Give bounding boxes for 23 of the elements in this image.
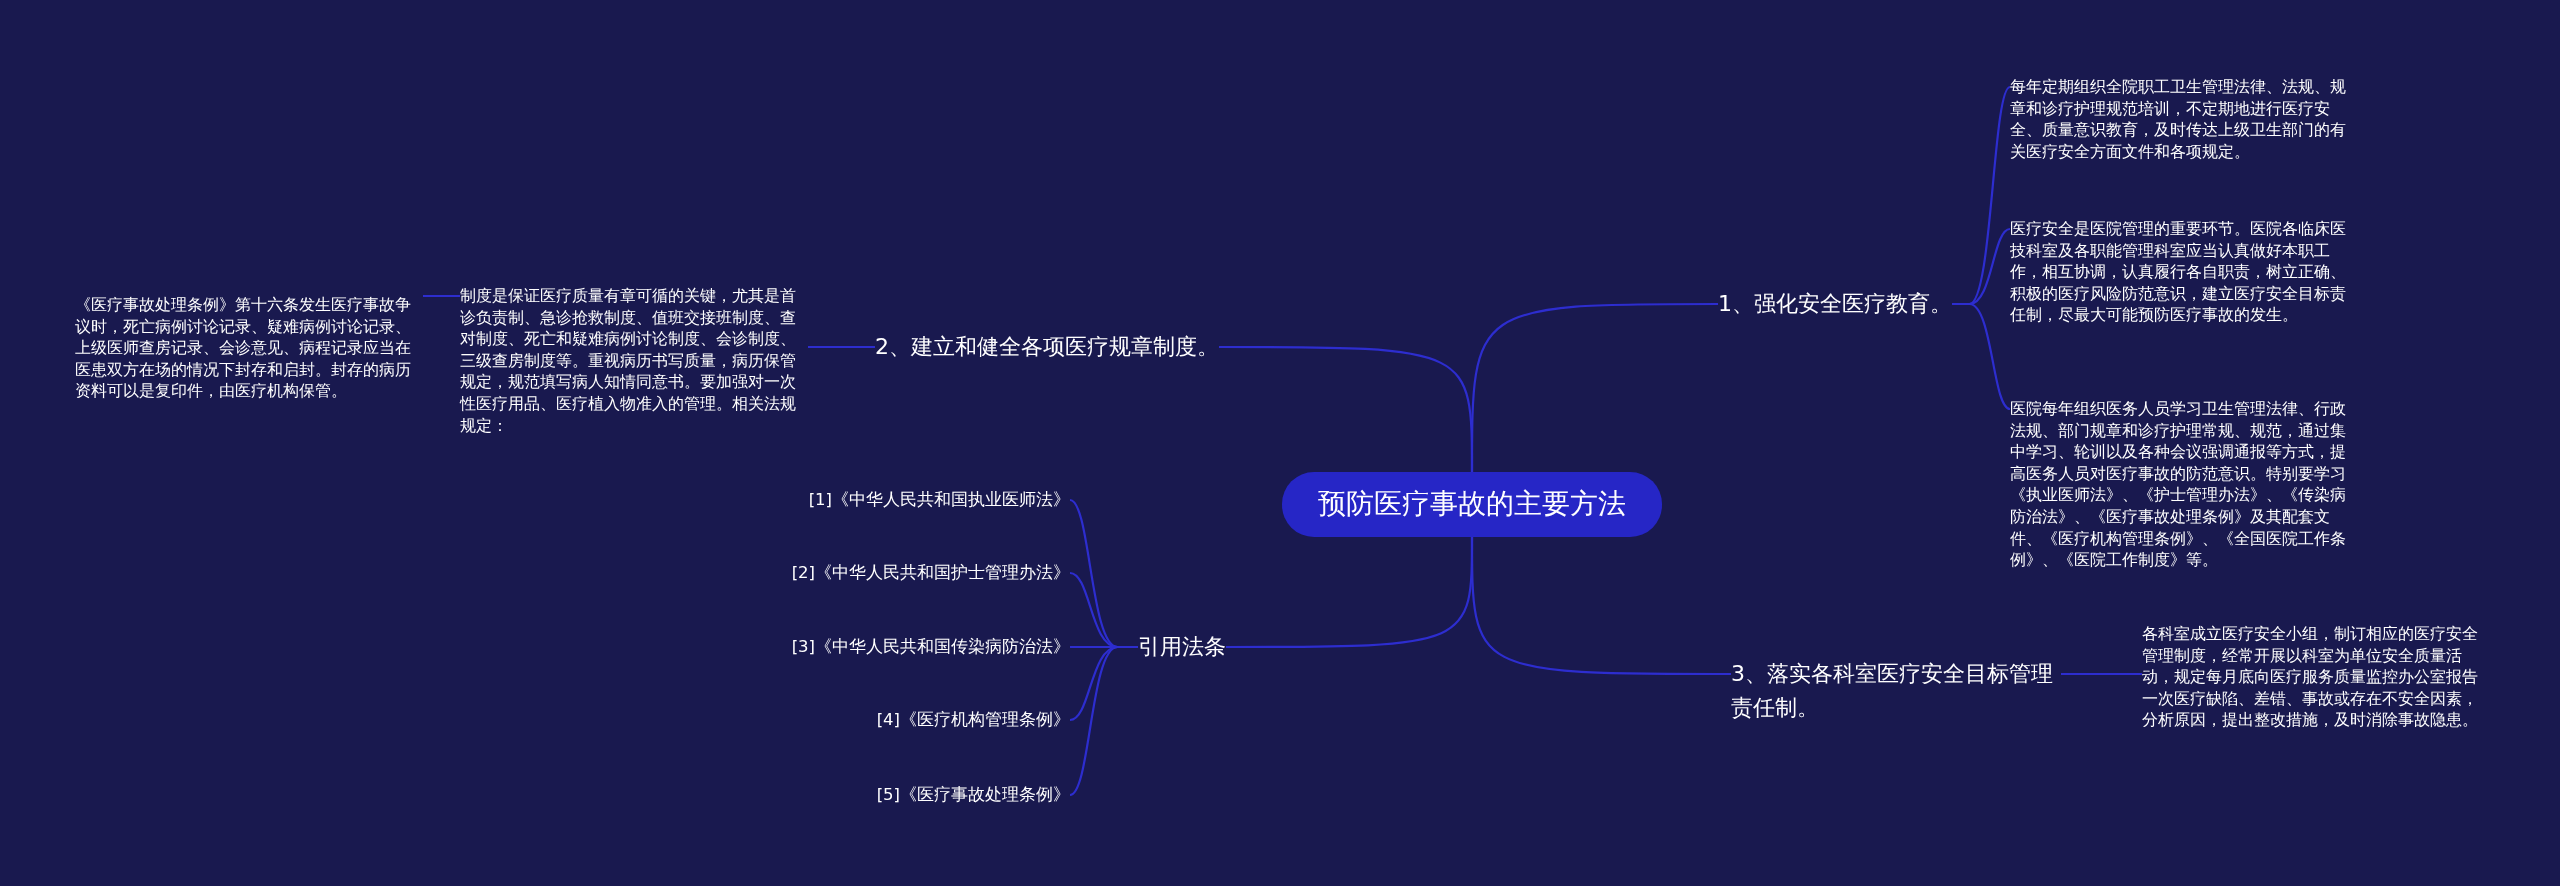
citation-text: [5]《医疗事故处理条例》 (876, 783, 1070, 807)
note-text: 医疗安全是医院管理的重要环节。医院各临床医技科室及各职能管理科室应当认真做好本职工作，相互协调，认真履行各自职责，树立正确、积极的医疗风险防范意识，建立医疗安全目标责任制，尽最大可能预防医疗事故的发生。 (2010, 218, 2358, 326)
connector-line (1069, 645, 1138, 796)
connector-line (1226, 537, 1474, 649)
branch-text: 3、落实各科室医疗安全目标管理责任制。 (1731, 657, 2061, 725)
connector-line (1952, 302, 2011, 410)
branch-text: 引用法条 (1138, 630, 1226, 664)
topic-pill: 预防医疗事故的主要方法 (1282, 472, 1662, 537)
connector-line (808, 345, 875, 349)
citation-text: [3]《中华人民共和国传染病防治法》 (791, 635, 1070, 659)
note-text: 各科室成立医疗安全小组，制订相应的医疗安全管理制度，经常开展以科室为单位安全质量活动，规定每月底向医疗服务质量监控办公室报告一次医疗缺陷、差错、事故或存在不安全因素，分析原因，提出整改措施，及时消除事故隐患。 (2142, 623, 2490, 731)
note-text: 《医疗事故处理条例》第十六条发生医疗事故争议时，死亡病例讨论记录、疑难病例讨论记录、上级医师查房记录、会诊意见、病程记录应当在医患双方在场的情况下封存和启封。封存的病历资料可以是复印件，由医疗机构保管。 (75, 294, 423, 402)
note-text: 每年定期组织全院职工卫生管理法律、法规、规章和诊疗护理规范培训，不定期地进行医疗安全、质量意识教育，及时传达上级卫生部门的有关医疗安全方面文件和各项规定。 (2010, 76, 2358, 163)
note-text: 制度是保证医疗质量有章可循的关键，尤其是首诊负责制、急诊抢救制度、值班交接班制度、查对制度、死亡和疑难病例讨论制度、会诊制度、三级查房制度等。重视病历书写质量，病历保管规定，规范填写病人知情同意书。要加强对一次性医疗用品、医疗植入物准入的管理。相关法规规定： (460, 285, 808, 437)
connector-line (423, 294, 460, 298)
branch-text: 2、建立和健全各项医疗规章制度。 (875, 330, 1219, 364)
citation-text: [2]《中华人民共和国护士管理办法》 (791, 561, 1070, 585)
citation-text: [1]《中华人民共和国执业医师法》 (808, 488, 1070, 512)
branch-text: 1、强化安全医疗教育。 (1718, 287, 1952, 321)
note-text: 医院每年组织医务人员学习卫生管理法律、行政法规、部门规章和诊疗护理常规、规范，通过集中学习、轮训以及各种会议强调通报等方式，提高医务人员对医疗事故的防范意识。特别要学习《执业医师法》、《护士管理办法》、《传染病防治法》、《医疗事故处理条例》及其配套文件、《医疗机构管理条例》、《全国医院工作条例》、《医院工作制度》等。 (2010, 398, 2358, 571)
connector-line (2061, 672, 2142, 676)
citation-text: [4]《医疗机构管理条例》 (876, 708, 1070, 732)
connector-line (1219, 345, 1474, 472)
